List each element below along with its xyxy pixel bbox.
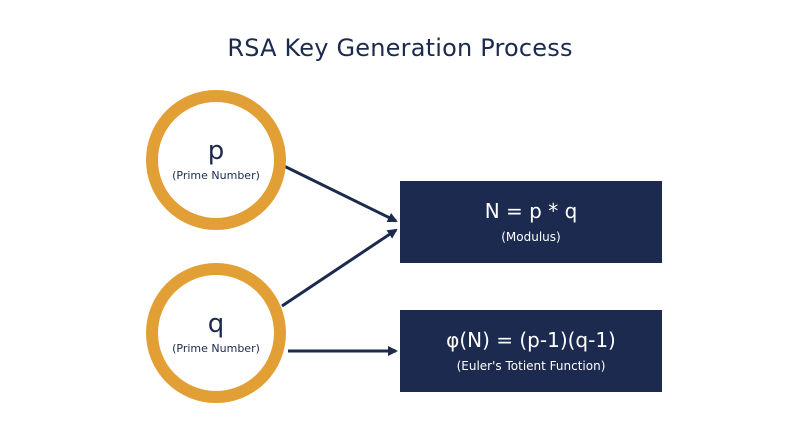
prime-q-symbol: q: [207, 309, 225, 339]
arrow-q-to-modulus: [281, 228, 398, 308]
modulus-caption: (Modulus): [501, 230, 561, 244]
prime-p-symbol: p: [207, 136, 225, 166]
totient-formula: φ(N) = (p-1)(q-1): [446, 328, 616, 352]
prime-p-node: p (Prime Number): [146, 90, 286, 230]
totient-box: φ(N) = (p-1)(q-1) (Euler's Totient Funct…: [400, 310, 662, 392]
prime-q-node: q (Prime Number): [146, 263, 286, 403]
modulus-box: N = p * q (Modulus): [400, 181, 662, 263]
arrow-p-to-modulus: [283, 164, 398, 223]
diagram-title: RSA Key Generation Process: [227, 34, 573, 62]
prime-p-label: (Prime Number): [172, 169, 260, 182]
totient-caption: (Euler's Totient Function): [456, 359, 606, 373]
modulus-formula: N = p * q: [484, 199, 578, 223]
prime-q-label: (Prime Number): [172, 342, 260, 355]
